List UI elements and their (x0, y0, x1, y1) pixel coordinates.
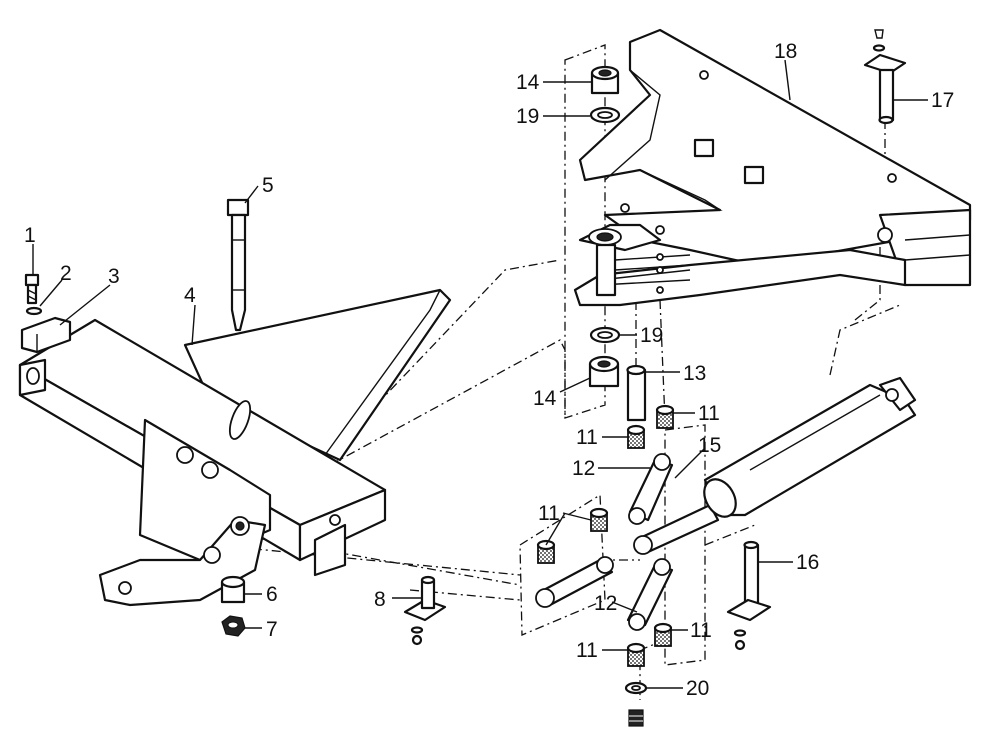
part-19-washer-upper (589, 106, 621, 124)
callout-13: 13 (683, 362, 706, 385)
callout-17: 17 (931, 89, 954, 112)
callout-16: 16 (796, 551, 819, 574)
part-16-pin-plate (726, 540, 772, 651)
callout-14-lower: 14 (533, 387, 557, 410)
callout-11-top-left: 11 (576, 426, 598, 449)
part-14-bushing-upper (590, 65, 620, 95)
callout-12-upper: 12 (572, 457, 595, 480)
callout-7: 7 (266, 618, 278, 641)
part-17-pin-plate (863, 29, 907, 125)
callout-14-upper: 14 (516, 71, 540, 94)
part-1-bolt (24, 273, 40, 305)
callout-11-bottom-right: 11 (690, 619, 712, 642)
part-14-bushing-lower (588, 355, 620, 388)
part-7-nut (221, 615, 246, 637)
part-5-long-pin (226, 198, 250, 332)
part-11-bushings (536, 404, 675, 667)
bottom-bolt (628, 709, 644, 727)
part-13-sleeve (626, 364, 647, 422)
callout-8: 8 (374, 588, 386, 611)
callout-18: 18 (774, 40, 797, 63)
callout-15: 15 (698, 434, 721, 457)
part-8-pin-plate (403, 575, 447, 646)
callout-6: 6 (266, 583, 278, 606)
callout-11-middle: 11 (538, 502, 560, 525)
callout-19-upper: 19 (516, 105, 539, 128)
callout-2: 2 (60, 262, 72, 285)
callout-19-lower: 19 (640, 324, 663, 347)
part-19-washer-lower (589, 326, 621, 344)
callout-11-top-right: 11 (698, 402, 720, 425)
part-2-washer (25, 306, 43, 316)
callout-4: 4 (184, 284, 196, 307)
part-20-washer (624, 681, 648, 695)
callout-3: 3 (108, 265, 120, 288)
callout-labels: 1 2 3 4 5 6 7 8 14 19 19 14 13 11 11 12 … (24, 40, 954, 700)
part-15-hydraulic-cylinder (633, 376, 917, 555)
callout-11-bottom-left: 11 (576, 639, 598, 662)
callout-20: 20 (686, 677, 709, 700)
part-3-clamp (20, 316, 72, 354)
leader-lines (32, 59, 928, 689)
callout-1: 1 (24, 224, 36, 247)
part-12-links (535, 453, 674, 631)
callout-12-lower: 12 (594, 592, 617, 615)
left-frame (18, 288, 452, 607)
right-frame (573, 28, 972, 307)
callout-5: 5 (262, 174, 274, 197)
part-6-bushing (220, 575, 246, 604)
